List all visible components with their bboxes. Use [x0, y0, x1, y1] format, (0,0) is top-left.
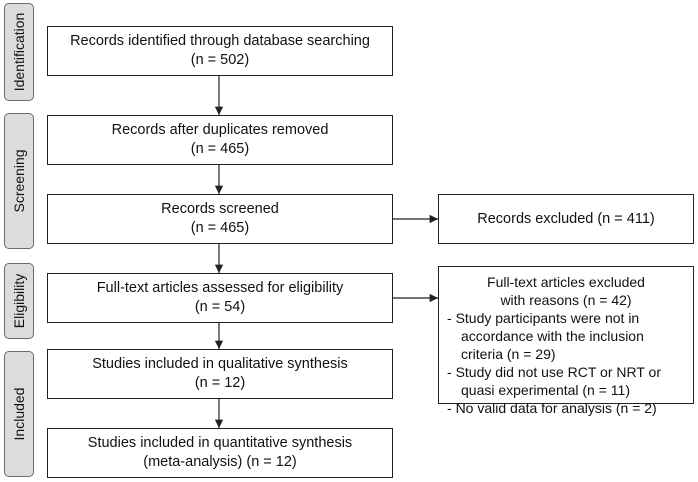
box-qualitative-synthesis: Studies included in qualitative synthesi…	[47, 349, 393, 399]
stage-screening: Screening	[4, 113, 34, 249]
box-quantitative-synthesis: Studies included in quantitative synthes…	[47, 428, 393, 478]
box-text: Records identified through database sear…	[70, 33, 370, 49]
stage-eligibility: Eligibility	[4, 263, 34, 339]
box-count: (n = 502)	[190, 52, 250, 68]
box-records-excluded: Records excluded (n = 411)	[438, 194, 694, 244]
excluded-heading-count: with reasons (n = 42)	[500, 292, 632, 308]
box-full-text-assessed: Full-text articles assessed for eligibil…	[47, 273, 393, 323]
stage-included: Included	[4, 351, 34, 477]
exclusion-reasons-list: Study participants were not in accordanc…	[447, 309, 685, 417]
box-text: Records screened	[161, 201, 279, 217]
box-text: Studies included in quantitative synthes…	[87, 435, 353, 451]
box-count: (n = 465)	[190, 220, 250, 236]
box-count: (n = 12)	[194, 375, 246, 391]
box-text: Studies included in qualitative synthesi…	[92, 356, 348, 372]
box-count: (n = 54)	[194, 299, 246, 315]
box-text: Records excluded (n = 411)	[477, 210, 655, 227]
box-duplicates-removed: Records after duplicates removed (n = 46…	[47, 115, 393, 165]
stage-identification: Identification	[4, 3, 34, 101]
box-records-identified: Records identified through database sear…	[47, 26, 393, 76]
box-records-screened: Records screened (n = 465)	[47, 194, 393, 244]
box-count: (n = 465)	[190, 141, 250, 157]
box-text: Records after duplicates removed	[111, 122, 329, 138]
exclusion-reason: Study participants were not in accordanc…	[447, 309, 685, 363]
excluded-heading: Full-text articles excluded	[487, 274, 645, 290]
exclusion-reason: Study did not use RCT or NRT or quasi ex…	[447, 363, 685, 399]
box-text: Full-text articles assessed for eligibil…	[96, 280, 344, 296]
box-full-text-excluded: Full-text articles excluded with reasons…	[438, 266, 694, 416]
box-count: (meta-analysis) (n = 12)	[143, 454, 297, 470]
exclusion-reason: No valid data for analysis (n = 2)	[447, 399, 685, 417]
